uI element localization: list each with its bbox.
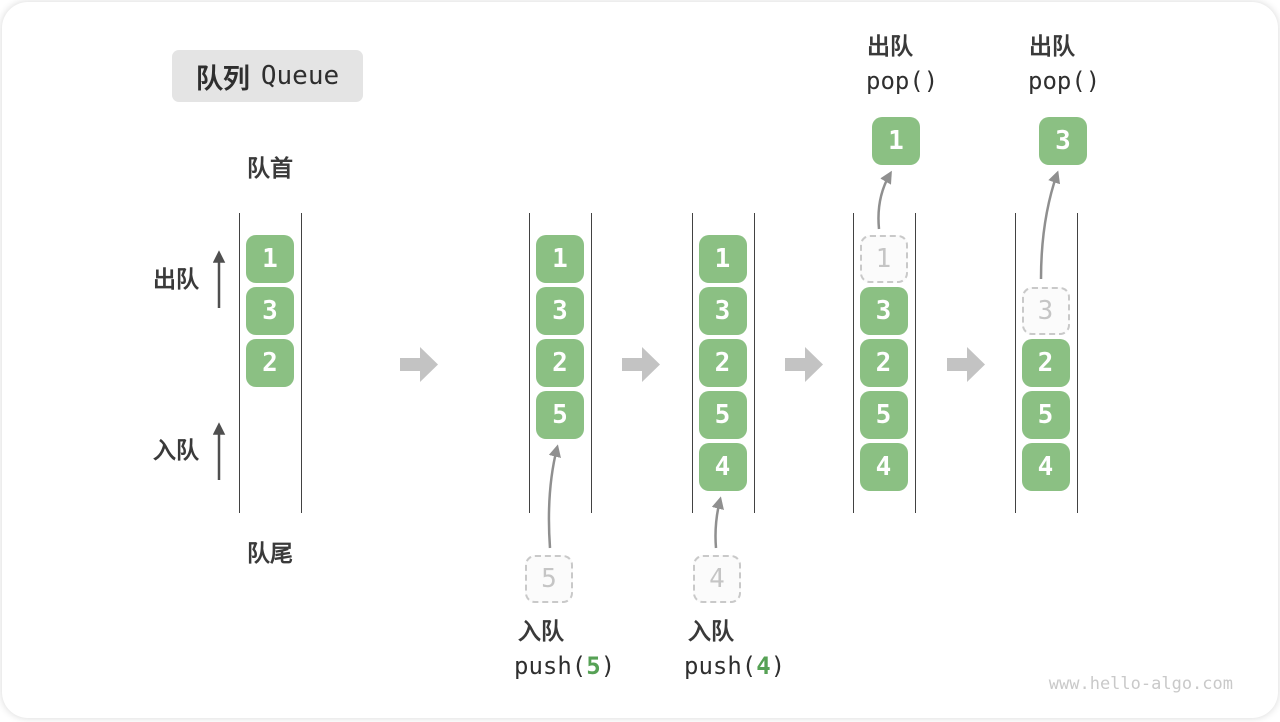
queue-cell: 5 (860, 391, 908, 439)
push-code-post: ) (771, 652, 785, 680)
queue-cell: 5 (536, 391, 584, 439)
title-zh: 队列 (196, 57, 250, 96)
enqueue-label: 入队 (153, 437, 199, 465)
state-transition-arrow-icon (947, 347, 985, 382)
dequeue-label: 出队 (153, 266, 199, 294)
queue-cell: 3 (246, 287, 294, 335)
push-code-post: ) (601, 652, 615, 680)
queue-cell: 5 (699, 391, 747, 439)
queue-cell: 3 (536, 287, 584, 335)
queue-cell: 2 (699, 339, 747, 387)
push-annotation-code: push(4) (684, 652, 785, 681)
state-transition-arrow-icon (622, 347, 660, 382)
watermark: www.hello-algo.com (1049, 674, 1233, 694)
push-code-pre: push( (514, 652, 586, 680)
queue-cell: 3 (860, 287, 908, 335)
queue-cell: 1 (699, 235, 747, 283)
push-annotation-code: push(5) (514, 652, 615, 681)
queue-cell: 1 (536, 235, 584, 283)
queue-cell: 2 (1022, 339, 1070, 387)
queue-cell: 2 (860, 339, 908, 387)
state-transition-arrow-icon (785, 347, 823, 382)
pop-annotation-code: pop() (866, 67, 938, 96)
pop-annotation-label: 出队 (867, 33, 913, 61)
queue-cell: 3 (699, 287, 747, 335)
popped-cell: 3 (1039, 117, 1087, 165)
queue-cell: 5 (1022, 391, 1070, 439)
push-code-arg: 5 (586, 652, 600, 680)
title-en: Queue (261, 61, 339, 91)
ghost-cell: 1 (860, 235, 908, 283)
title-badge: 队列 Queue (172, 50, 363, 102)
queue-cell: 4 (860, 443, 908, 491)
pending-cell: 5 (525, 555, 573, 603)
ghost-cell: 3 (1022, 287, 1070, 335)
state-transition-arrow-icon (400, 347, 438, 382)
push-code-arg: 4 (756, 652, 770, 680)
push-annotation-label: 入队 (688, 618, 734, 646)
queue-cell: 2 (536, 339, 584, 387)
pop-annotation-code: pop() (1028, 67, 1100, 96)
popped-cell: 1 (872, 117, 920, 165)
push-annotation-label: 入队 (518, 618, 564, 646)
queue-cell: 4 (699, 443, 747, 491)
queue-front-label: 队首 (239, 155, 301, 183)
pop-annotation-label: 出队 (1029, 33, 1075, 61)
push-code-pre: push( (684, 652, 756, 680)
queue-cell: 1 (246, 235, 294, 283)
queue-rear-label: 队尾 (239, 540, 301, 568)
queue-cell: 4 (1022, 443, 1070, 491)
pending-cell: 4 (693, 555, 741, 603)
queue-cell: 2 (246, 339, 294, 387)
